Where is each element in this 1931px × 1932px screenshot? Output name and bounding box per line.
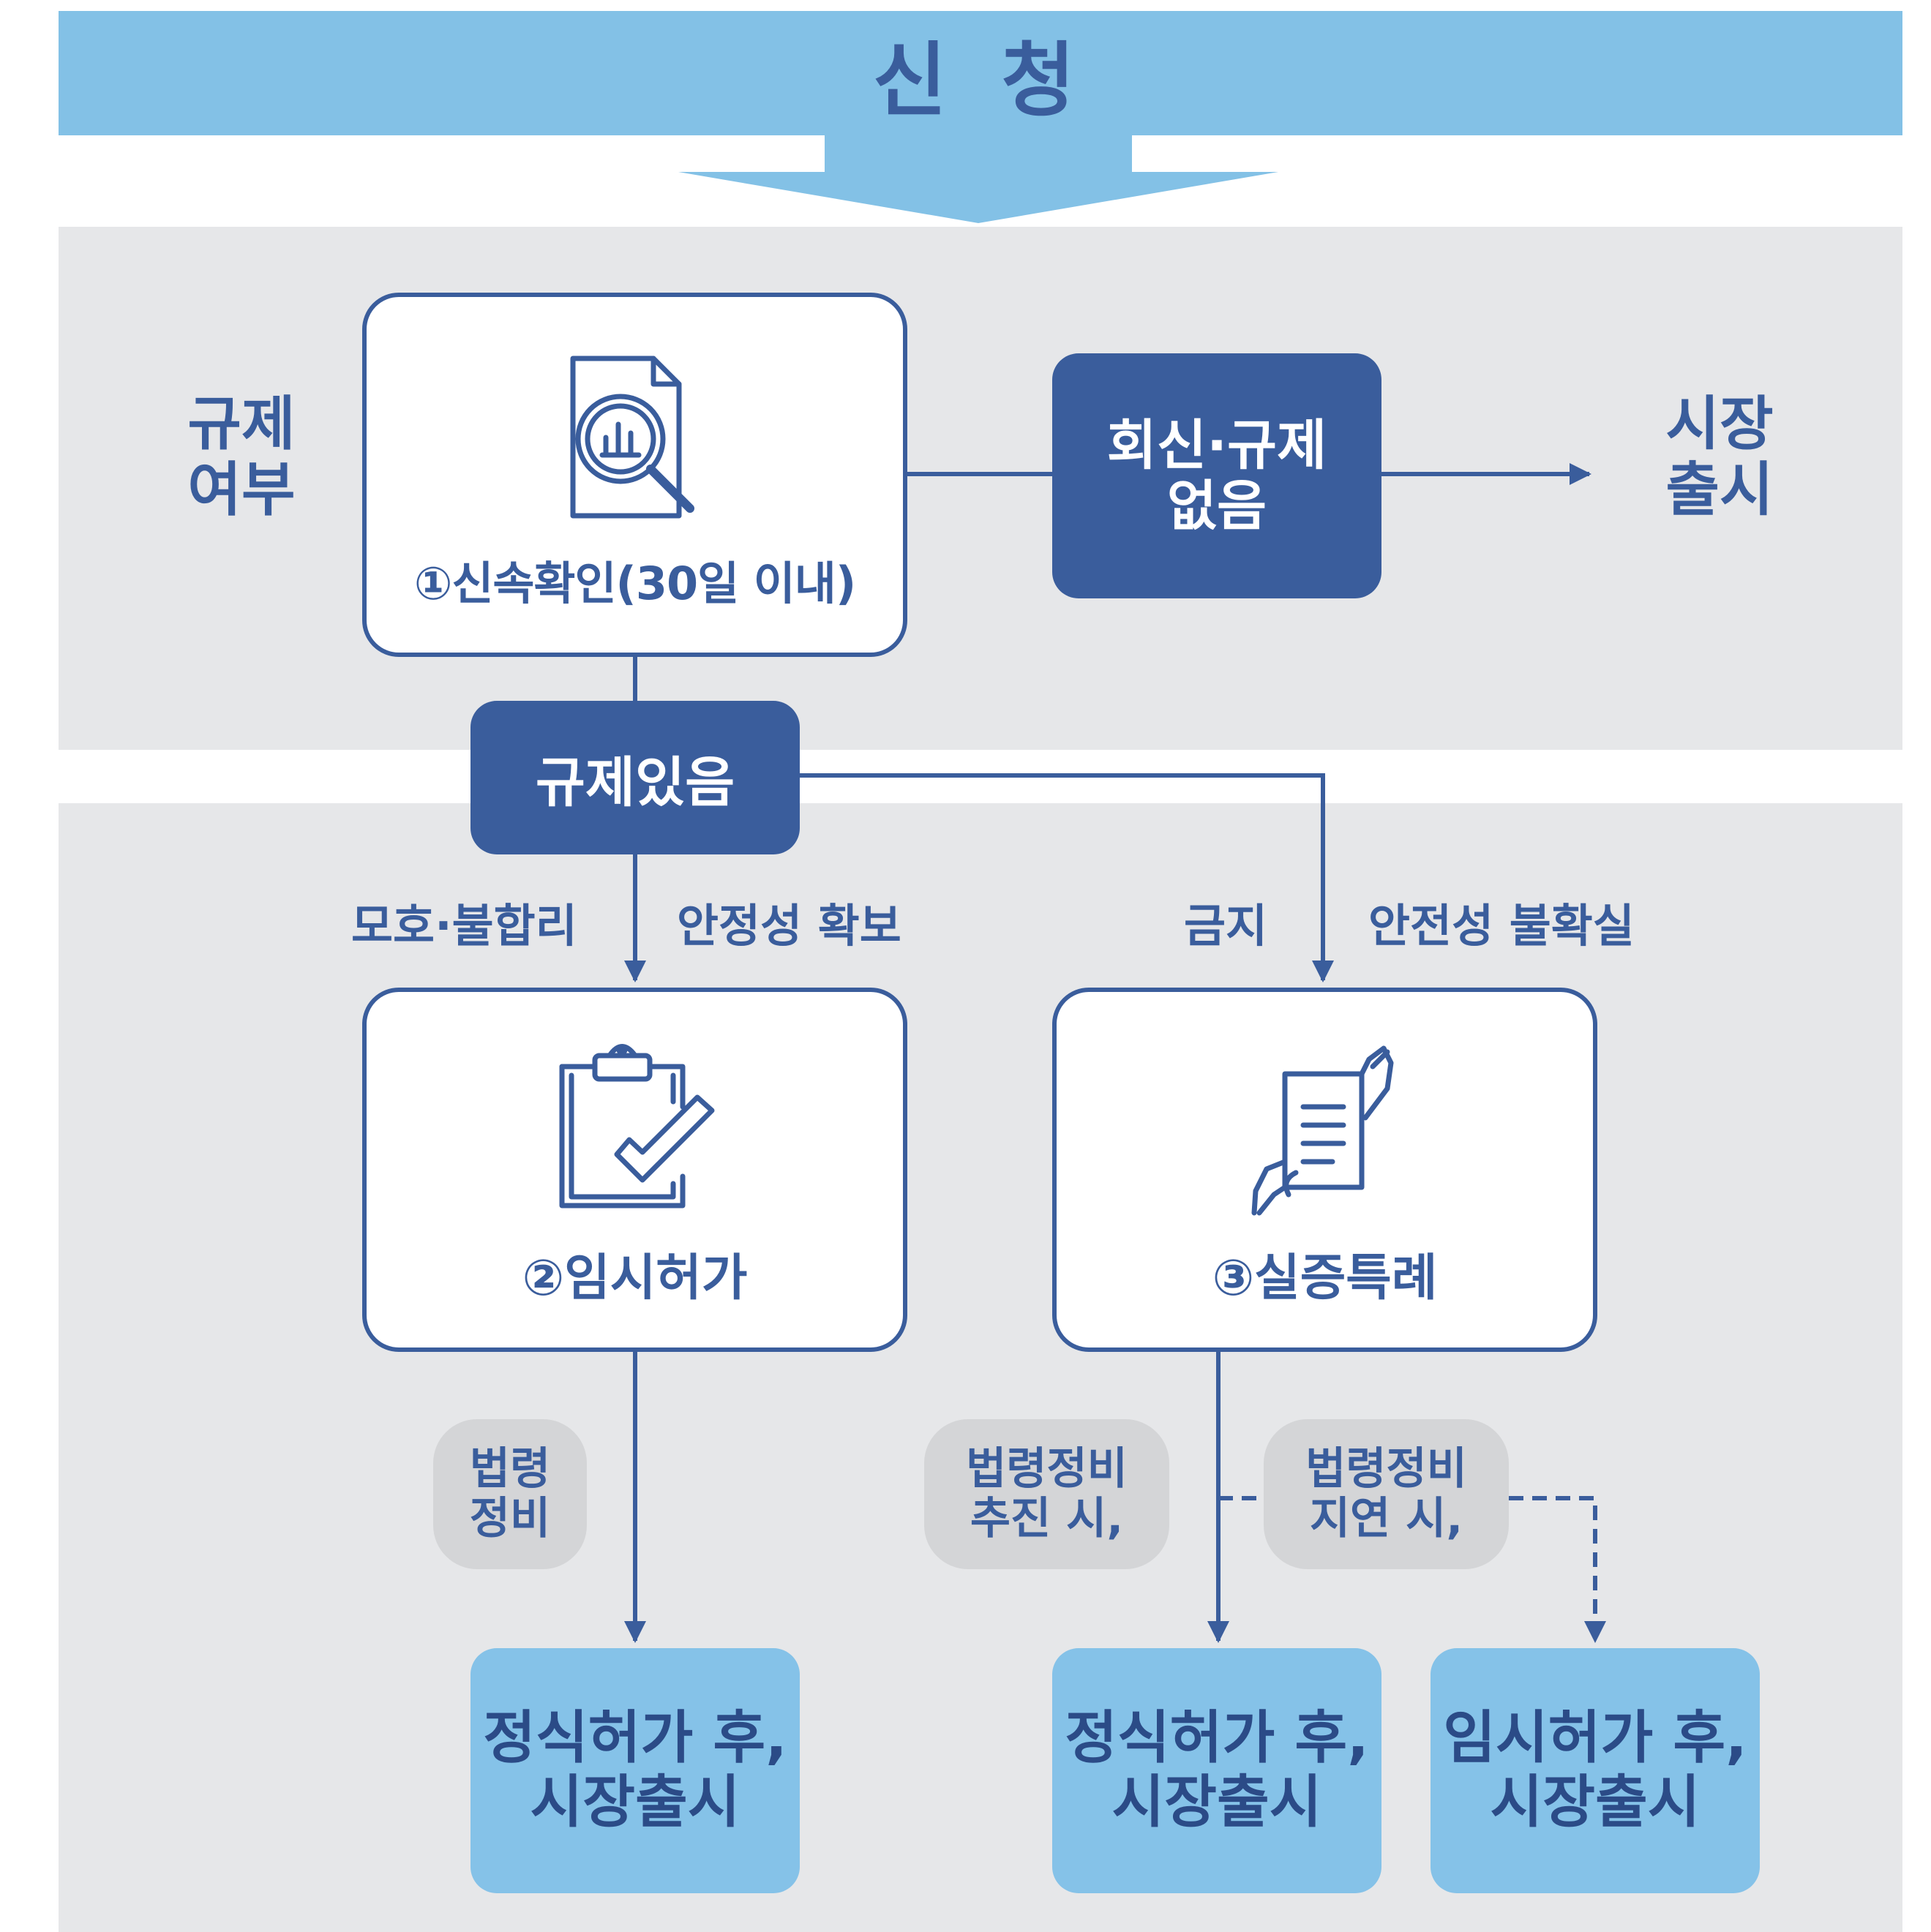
- outcome-label-2: 정식허가 후, 시장출시: [1065, 1705, 1369, 1835]
- edge-label-ambiguous: 모호·불합리: [351, 899, 577, 952]
- hand-holding-document-icon: [1251, 1045, 1393, 1216]
- section-label-regulation-status: 규제 여부: [187, 390, 296, 524]
- edge-label-prohibited: 금지: [1184, 899, 1268, 952]
- outcome-formal-permit-1: 정식허가 후, 시장출시: [470, 1648, 800, 1893]
- market-launch-label: 시장 출시: [1665, 390, 1774, 524]
- edge-label-safety-secured: 안정성 확보: [677, 899, 901, 952]
- outcome-temporary-permit: 임시허가 후, 시장출시: [1431, 1648, 1760, 1893]
- banner-arrow-stem: [825, 135, 1132, 172]
- outcome-formal-permit-2: 정식허가 후, 시장출시: [1052, 1648, 1381, 1893]
- node-title-quick-check: ①신속확인(30일 이내): [413, 556, 856, 610]
- node-regulation-exists: 규제있음: [470, 701, 800, 854]
- edge-reg-to-sandbox: [800, 773, 1334, 982]
- node-label-regulation-exists: 규제있음: [535, 751, 735, 814]
- node-title-regulatory-sandbox: ③실증특례: [1212, 1249, 1438, 1307]
- tag-law-amendment: 법령 정비: [433, 1419, 587, 1569]
- node-title-temporary-permit: ②임시허가: [522, 1249, 748, 1307]
- clipboard-check-icon: [559, 1044, 714, 1209]
- tag-law-amendment-pursued: 법령정비 추진 시,: [924, 1419, 1169, 1569]
- outcome-label-1: 정식허가 후, 시장출시: [483, 1705, 787, 1835]
- tag-law-amendment-delayed: 법령정비 지연 시,: [1264, 1419, 1509, 1569]
- node-temporary-permit: ②임시허가: [362, 988, 907, 1352]
- node-regulatory-sandbox: ③실증특례: [1052, 988, 1597, 1352]
- outcome-label-3: 임시허가 후, 시장출시: [1443, 1705, 1747, 1835]
- node-quick-check: ①신속확인(30일 이내): [362, 293, 907, 657]
- document-search-chart-icon: [570, 356, 694, 518]
- edge-delay-to-outcome3: [1509, 1496, 1606, 1643]
- node-no-regulation: 회신·규제 없음: [1052, 353, 1381, 598]
- tag-label-law-amendment-pursued: 법령정비 추진 시,: [966, 1443, 1128, 1544]
- edge-label-safety-uncertain: 안전성 불확실: [1368, 899, 1635, 952]
- tag-label-law-amendment-delayed: 법령정비 지연 시,: [1305, 1443, 1467, 1544]
- tag-label-law-amendment: 법령 정비: [469, 1443, 551, 1544]
- banner-title: 신 청: [872, 34, 1089, 127]
- banner-down-arrow: [678, 172, 1278, 223]
- top-banner: [59, 11, 1902, 135]
- node-label-no-regulation: 회신·규제 없음: [1106, 413, 1327, 538]
